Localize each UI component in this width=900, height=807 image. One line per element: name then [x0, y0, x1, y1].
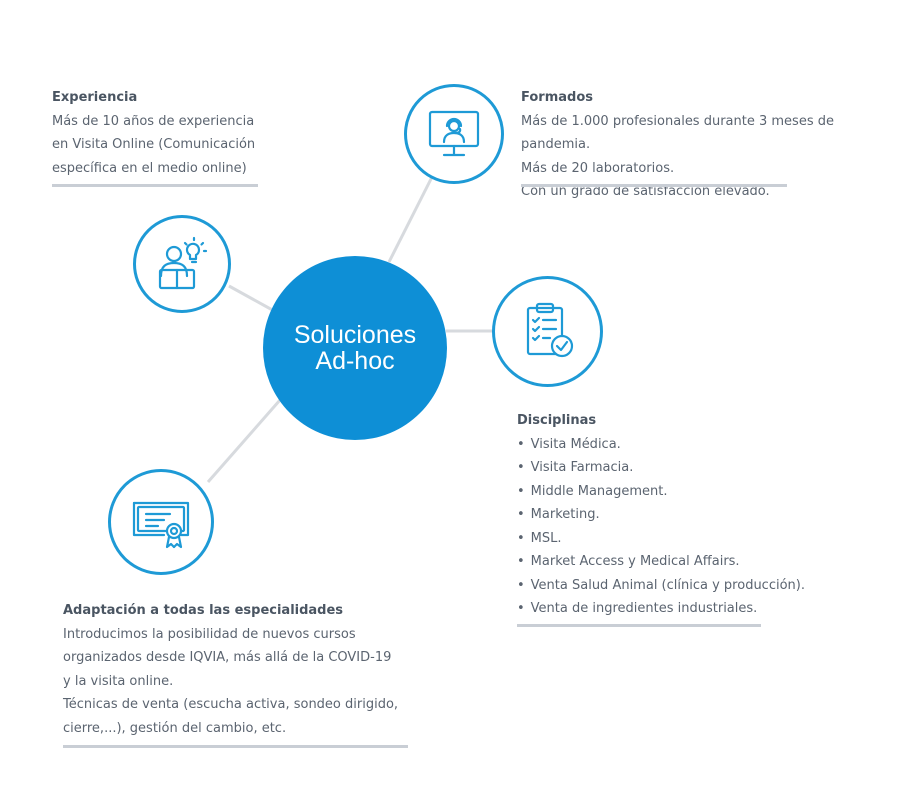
formados-block: Formados Más de 1.000 profesionales dura… [521, 86, 900, 204]
center-title-line2: Ad-hoc [315, 347, 395, 375]
list-item: Venta de ingredientes industriales. [517, 597, 805, 621]
formados-divider [521, 184, 787, 187]
disciplinas-list: Visita Médica. Visita Farmacia. Middle M… [517, 433, 805, 621]
adaptacion-line: cierre,...), gestión del cambio, etc. [63, 720, 287, 736]
disciplinas-block: Disciplinas Visita Médica. Visita Farmac… [517, 409, 805, 621]
experiencia-block: Experiencia Más de 10 años de experienci… [52, 86, 255, 180]
list-item: Middle Management. [517, 480, 805, 504]
adaptacion-line: Técnicas de venta (escucha activa, sonde… [63, 697, 399, 712]
formados-line: Más de 1.000 profesionales durante 3 mes… [521, 113, 834, 153]
adaptacion-block: Adaptación a todas las especialidades In… [63, 599, 398, 740]
node-experiencia [133, 215, 231, 313]
monitor-headset-icon [428, 110, 480, 157]
adaptacion-line: Introducimos la posibilidad de nuevos cu… [63, 626, 356, 642]
formados-title: Formados [521, 90, 593, 105]
experiencia-line: en Visita Online (Comunicación [52, 137, 256, 152]
experiencia-title: Experiencia [52, 90, 138, 105]
list-item: Visita Médica. [517, 433, 805, 457]
node-formados [404, 84, 504, 184]
list-item: Visita Farmacia. [517, 456, 805, 480]
adaptacion-divider [63, 745, 408, 748]
connector-experiencia [228, 284, 277, 314]
presenter-lightbulb-icon [158, 236, 208, 290]
adaptacion-title: Adaptación a todas las especialidades [63, 603, 344, 618]
experiencia-line: Más de 10 años de experiencia [52, 113, 255, 129]
connector-formados [387, 176, 434, 263]
experiencia-line: específica en el medio online) [52, 160, 247, 176]
node-adaptacion [108, 469, 214, 575]
formados-line: Más de 20 laboratorios. [521, 160, 675, 176]
list-item: Venta Salud Animal (clínica y producción… [517, 574, 805, 598]
disciplinas-title: Disciplinas [517, 413, 597, 428]
list-item: Marketing. [517, 503, 805, 527]
adaptacion-line: y la visita online. [63, 673, 174, 689]
clipboard-checklist-icon [526, 302, 573, 357]
disciplinas-divider [517, 624, 761, 627]
certificate-icon [132, 501, 190, 549]
list-item: MSL. [517, 527, 805, 551]
node-disciplinas [492, 276, 603, 387]
list-item: Market Access y Medical Affairs. [517, 550, 805, 574]
experiencia-divider [52, 184, 258, 187]
connector-adaptacion [206, 399, 282, 483]
center-circle: Soluciones Ad-hoc [263, 256, 447, 440]
adaptacion-line: organizados desde IQVIA, más allá de la … [63, 650, 392, 665]
center-title-line1: Soluciones [293, 321, 417, 349]
formados-line: Con un grado de satisfacción elevado. [521, 184, 770, 199]
